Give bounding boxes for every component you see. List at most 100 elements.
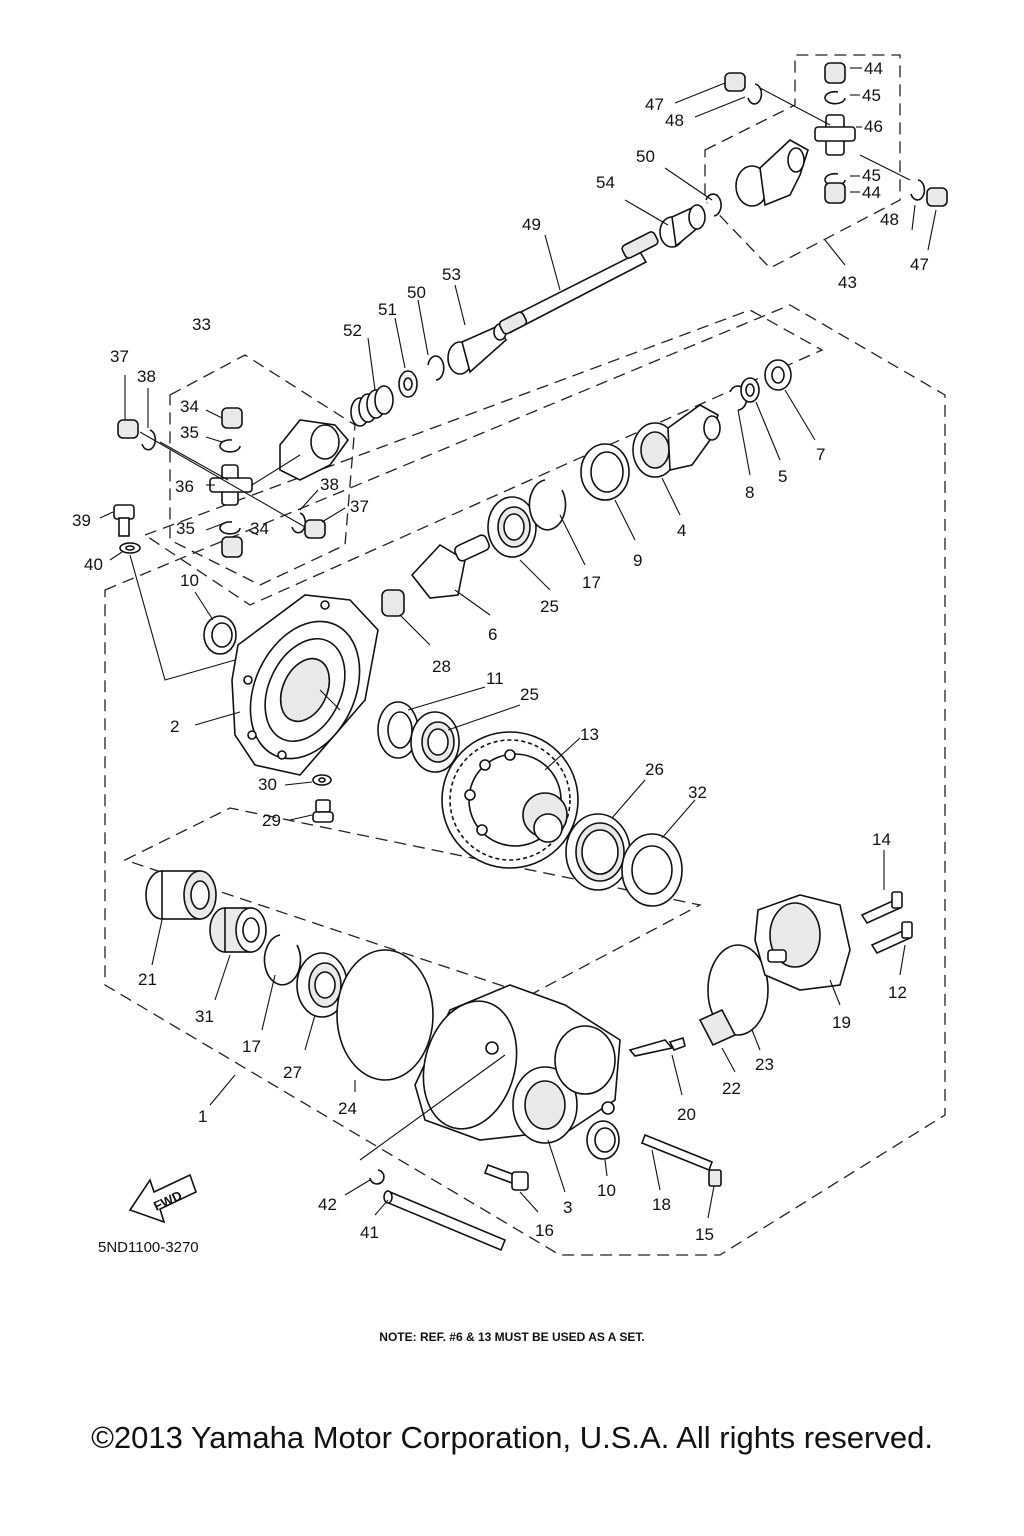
callout-37: 37 bbox=[110, 347, 129, 366]
callout-33: 33 bbox=[192, 315, 211, 334]
callout-10: 10 bbox=[180, 571, 199, 590]
callout-17: 17 bbox=[582, 573, 601, 592]
callout-20: 20 bbox=[677, 1105, 696, 1124]
callout-43: 43 bbox=[838, 273, 857, 292]
shift-rod-20 bbox=[628, 1036, 686, 1057]
callout-35: 35 bbox=[180, 423, 199, 442]
bolt-29 bbox=[312, 799, 334, 823]
callout-47: 47 bbox=[910, 255, 929, 274]
callout-7: 7 bbox=[816, 445, 825, 464]
callout-labels: 44 45 46 47 48 45 44 50 54 48 49 47 43 5… bbox=[72, 59, 929, 1244]
callout-2: 2 bbox=[170, 717, 179, 736]
callout-38: 38 bbox=[137, 367, 156, 386]
circlip-35-bottom bbox=[219, 521, 241, 535]
callout-45: 45 bbox=[862, 166, 881, 185]
sleeve-21 bbox=[145, 870, 217, 920]
callout-38: 38 bbox=[320, 475, 339, 494]
callout-26: 26 bbox=[645, 760, 664, 779]
callout-50: 50 bbox=[636, 147, 655, 166]
circlip-38-left bbox=[141, 429, 157, 451]
spider-36 bbox=[209, 464, 253, 506]
exploded-parts-diagram: FWD bbox=[72, 54, 948, 1256]
bolt-14 bbox=[860, 891, 903, 925]
callout-36: 36 bbox=[175, 477, 194, 496]
callout-28: 28 bbox=[432, 657, 451, 676]
bearing-47-top bbox=[724, 72, 746, 92]
callout-14: 14 bbox=[872, 830, 891, 849]
coupling-yoke-4 bbox=[632, 404, 721, 478]
circlip-50-upper bbox=[705, 193, 722, 217]
washer-30 bbox=[312, 774, 332, 786]
callout-32: 32 bbox=[688, 783, 707, 802]
callout-41: 41 bbox=[360, 1223, 379, 1242]
washer-5 bbox=[740, 377, 760, 403]
callout-52: 52 bbox=[343, 321, 362, 340]
callout-29: 29 bbox=[262, 811, 281, 830]
bearing-25-lower bbox=[410, 711, 460, 773]
washer-51 bbox=[398, 370, 418, 398]
boot-53 bbox=[447, 323, 508, 375]
callout-30: 30 bbox=[258, 775, 277, 794]
bearing-44-top bbox=[824, 62, 846, 84]
differential-case bbox=[231, 594, 379, 776]
spider-46 bbox=[814, 114, 856, 156]
callout-4: 4 bbox=[677, 521, 686, 540]
callout-50: 50 bbox=[407, 283, 426, 302]
bearing-37-right bbox=[304, 519, 326, 539]
callout-27: 27 bbox=[283, 1063, 302, 1082]
fwd-arrow-icon: FWD bbox=[128, 1173, 197, 1224]
circlip-48-top bbox=[747, 83, 763, 105]
circlip-17-lower bbox=[263, 934, 302, 986]
callout-46: 46 bbox=[864, 117, 883, 136]
drive-shaft-49 bbox=[498, 231, 659, 335]
callout-23: 23 bbox=[755, 1055, 774, 1074]
assembly-33-boundary bbox=[169, 354, 356, 586]
callout-44: 44 bbox=[864, 59, 883, 78]
drawing-code: 5ND1100-3270 bbox=[98, 1239, 199, 1256]
circlip-35-top bbox=[219, 439, 241, 453]
oil-seal-left bbox=[203, 615, 237, 655]
oil-seal-9 bbox=[580, 443, 630, 501]
circlip-17-upper bbox=[528, 479, 567, 531]
universal-joint-43 bbox=[735, 139, 809, 207]
callout-8: 8 bbox=[745, 483, 754, 502]
pinion-gear bbox=[410, 534, 490, 599]
callout-25: 25 bbox=[540, 597, 559, 616]
callout-40: 40 bbox=[84, 555, 103, 574]
shim-32 bbox=[621, 833, 683, 907]
bearing-34-top bbox=[221, 407, 243, 429]
callout-47: 47 bbox=[645, 95, 664, 114]
bearing-27 bbox=[296, 952, 348, 1018]
callout-53: 53 bbox=[442, 265, 461, 284]
collar-54 bbox=[659, 204, 706, 248]
gear-22 bbox=[698, 1008, 737, 1047]
callout-42: 42 bbox=[318, 1195, 337, 1214]
clutch-31 bbox=[209, 907, 267, 953]
washer-40 bbox=[119, 542, 141, 554]
bolt-39 bbox=[113, 504, 135, 537]
callout-9: 9 bbox=[633, 551, 642, 570]
callout-37: 37 bbox=[350, 497, 369, 516]
callout-35: 35 bbox=[176, 519, 195, 538]
bolt-12 bbox=[870, 921, 913, 955]
callout-44: 44 bbox=[862, 183, 881, 202]
bearing-44-bottom bbox=[824, 182, 846, 204]
callout-45: 45 bbox=[862, 86, 881, 105]
spring-52 bbox=[350, 385, 394, 427]
callout-11: 11 bbox=[486, 669, 504, 688]
callout-25: 25 bbox=[520, 685, 539, 704]
callout-17: 17 bbox=[242, 1037, 261, 1056]
callout-19: 19 bbox=[832, 1013, 851, 1032]
spring-pin-15 bbox=[708, 1169, 722, 1187]
bearing-25-upper bbox=[487, 496, 537, 558]
bearing-34-bottom bbox=[221, 536, 243, 558]
callout-15: 15 bbox=[695, 1225, 714, 1244]
circlip-50-lower bbox=[427, 355, 445, 381]
gear-group-boundary bbox=[123, 807, 702, 996]
callout-18: 18 bbox=[652, 1195, 671, 1214]
callout-6: 6 bbox=[488, 625, 497, 644]
bearing-26 bbox=[565, 813, 631, 891]
pin-41 bbox=[383, 1190, 507, 1252]
callout-48: 48 bbox=[880, 210, 899, 229]
callout-12: 12 bbox=[888, 983, 907, 1002]
